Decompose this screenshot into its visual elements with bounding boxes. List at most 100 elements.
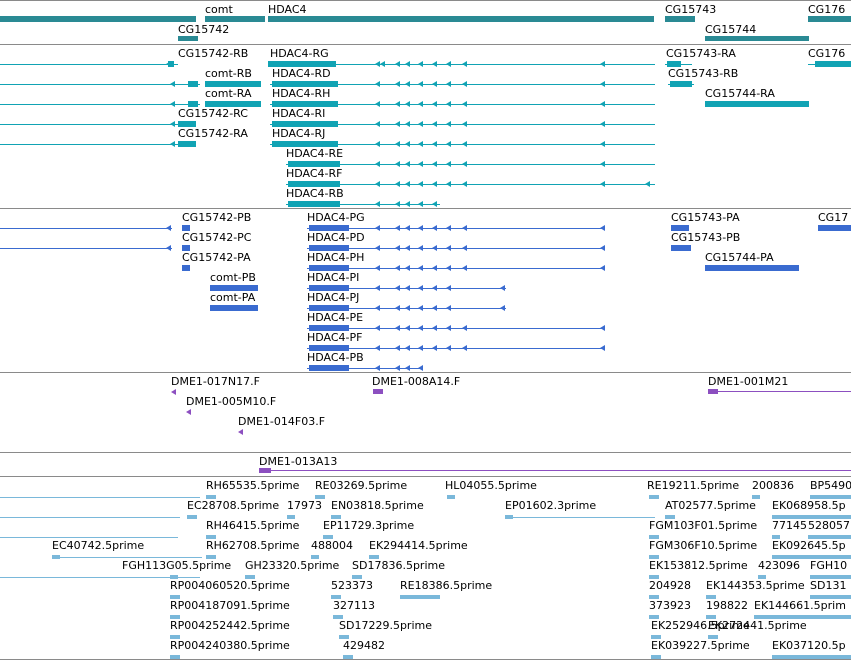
clone-glyph[interactable] <box>259 468 271 473</box>
gene-bar-cg15744[interactable] <box>705 36 809 41</box>
est-glyph[interactable] <box>315 495 325 499</box>
est-glyph[interactable] <box>339 635 349 639</box>
cds-cg15742-pa-exon[interactable] <box>182 265 190 271</box>
transcript-hdac4-rh-exon[interactable] <box>272 101 338 107</box>
transcript-comt-rb-exon[interactable] <box>205 81 261 87</box>
cds-cg15742-pc-exon[interactable] <box>182 245 190 251</box>
est-glyph[interactable] <box>651 635 661 639</box>
cds-hdac4-pe-exon[interactable] <box>309 325 349 331</box>
track-separator <box>0 659 851 660</box>
transcript-cg15742-rc-exon[interactable] <box>178 121 196 127</box>
strand-arrow-left <box>405 245 410 251</box>
est-glyph[interactable] <box>287 515 295 519</box>
transcript-cg176-exon[interactable] <box>815 61 851 67</box>
est-glyph[interactable] <box>810 495 851 499</box>
cds-cg15744-pa-exon[interactable] <box>705 265 799 271</box>
cds-hdac4-ph-exon[interactable] <box>309 265 349 271</box>
cds-hdac4-pf-exon[interactable] <box>309 345 349 351</box>
transcript-hdac4-ri-exon[interactable] <box>272 121 338 127</box>
est-glyph[interactable] <box>808 535 851 539</box>
transcript-cg15743-ra-exon[interactable] <box>667 61 681 67</box>
est-glyph[interactable] <box>170 615 180 619</box>
transcript-hdac4-rb-exon[interactable] <box>288 201 340 207</box>
cds-comt-pa-exon[interactable] <box>210 305 258 311</box>
strand-arrow-left <box>170 101 175 107</box>
gene-bar-hdac4[interactable] <box>268 16 654 22</box>
est-glyph[interactable] <box>352 575 362 579</box>
est-glyph[interactable] <box>447 495 455 499</box>
est-glyph[interactable] <box>706 595 716 599</box>
transcript-hdac4-rj-exon[interactable] <box>272 141 338 147</box>
est-glyph[interactable] <box>649 495 659 499</box>
est-glyph[interactable] <box>708 635 718 639</box>
est-glyph[interactable] <box>400 595 440 599</box>
transcript-comt-rb-exon[interactable] <box>188 81 198 87</box>
transcript-hdac4-rd-exon[interactable] <box>272 81 338 87</box>
cds-comt-pb-exon[interactable] <box>210 285 258 291</box>
clone-glyph[interactable] <box>708 389 718 394</box>
cds-hdac4-pj-exon[interactable] <box>309 305 349 311</box>
est-glyph[interactable] <box>752 495 760 499</box>
est-glyph[interactable] <box>245 575 255 579</box>
est-glyph[interactable] <box>772 655 851 659</box>
cds-cg15742-pb-exon[interactable] <box>182 225 190 231</box>
feature-label: HDAC4-PF <box>307 331 363 344</box>
est-glyph[interactable] <box>206 495 216 499</box>
est-glyph[interactable] <box>343 655 353 659</box>
gene-bar-cg15742[interactable] <box>178 36 198 41</box>
est-glyph[interactable] <box>706 615 716 619</box>
est-glyph[interactable] <box>649 615 659 619</box>
cds-hdac4-pg-exon[interactable] <box>309 225 349 231</box>
est-glyph[interactable] <box>170 635 180 639</box>
transcript-cg15742-rb-exon[interactable] <box>168 61 174 67</box>
cds-cg15743-pb-exon[interactable] <box>671 245 691 251</box>
est-glyph[interactable] <box>170 595 180 599</box>
est-glyph[interactable] <box>665 515 675 519</box>
transcript-hdac4-rg-exon[interactable] <box>268 61 336 67</box>
est-glyph[interactable] <box>323 535 333 539</box>
gene-bar-cg15743[interactable] <box>665 16 695 22</box>
est-glyph[interactable] <box>810 575 851 579</box>
est-glyph[interactable] <box>772 515 851 519</box>
est-glyph[interactable] <box>311 555 319 559</box>
cds-hdac4-pi-exon[interactable] <box>309 285 349 291</box>
cds-hdac4-pd-exon[interactable] <box>309 245 349 251</box>
est-glyph[interactable] <box>170 655 180 659</box>
est-glyph[interactable] <box>331 595 341 599</box>
clone-glyph[interactable] <box>373 389 383 394</box>
transcript-comt-ra-exon[interactable] <box>188 101 198 107</box>
est-glyph[interactable] <box>206 535 216 539</box>
est-glyph[interactable] <box>649 575 659 579</box>
gene-bar-comt[interactable] <box>205 16 265 22</box>
cds-hdac4-pb-exon[interactable] <box>309 365 349 371</box>
est-glyph[interactable] <box>649 535 659 539</box>
est-glyph[interactable] <box>187 515 197 519</box>
est-glyph[interactable] <box>810 595 851 599</box>
est-glyph[interactable] <box>772 555 851 559</box>
est-glyph[interactable] <box>369 555 379 559</box>
strand-arrow-left <box>375 101 380 107</box>
strand-arrow-left <box>405 141 410 147</box>
cds-cg15743-pa-exon[interactable] <box>671 225 689 231</box>
est-glyph[interactable] <box>331 515 341 519</box>
transcript-comt-ra-exon[interactable] <box>205 101 261 107</box>
transcript-cg15742-ra-exon[interactable] <box>178 141 196 147</box>
est-glyph[interactable] <box>649 595 659 599</box>
est-glyph[interactable] <box>649 555 659 559</box>
est-glyph[interactable] <box>758 575 766 579</box>
strand-arrow-left <box>375 305 380 311</box>
est-glyph[interactable] <box>206 555 216 559</box>
est-glyph[interactable] <box>651 655 661 659</box>
est-glyph[interactable] <box>754 615 851 619</box>
gene-bar-cg176[interactable] <box>808 16 851 22</box>
transcript-hdac4-rf-line <box>286 184 655 185</box>
transcript-cg15744-ra-exon[interactable] <box>705 101 809 107</box>
transcript-cg15743-rb-exon[interactable] <box>670 81 692 87</box>
est-glyph[interactable] <box>772 535 780 539</box>
transcript-hdac4-re-exon[interactable] <box>288 161 340 167</box>
transcript-hdac4-rf-exon[interactable] <box>288 181 340 187</box>
cds-cg17-exon[interactable] <box>818 225 851 231</box>
est-glyph[interactable] <box>333 615 343 619</box>
est-label: EC28708.5prime <box>187 499 280 512</box>
gene-bar-left[interactable] <box>0 16 196 22</box>
